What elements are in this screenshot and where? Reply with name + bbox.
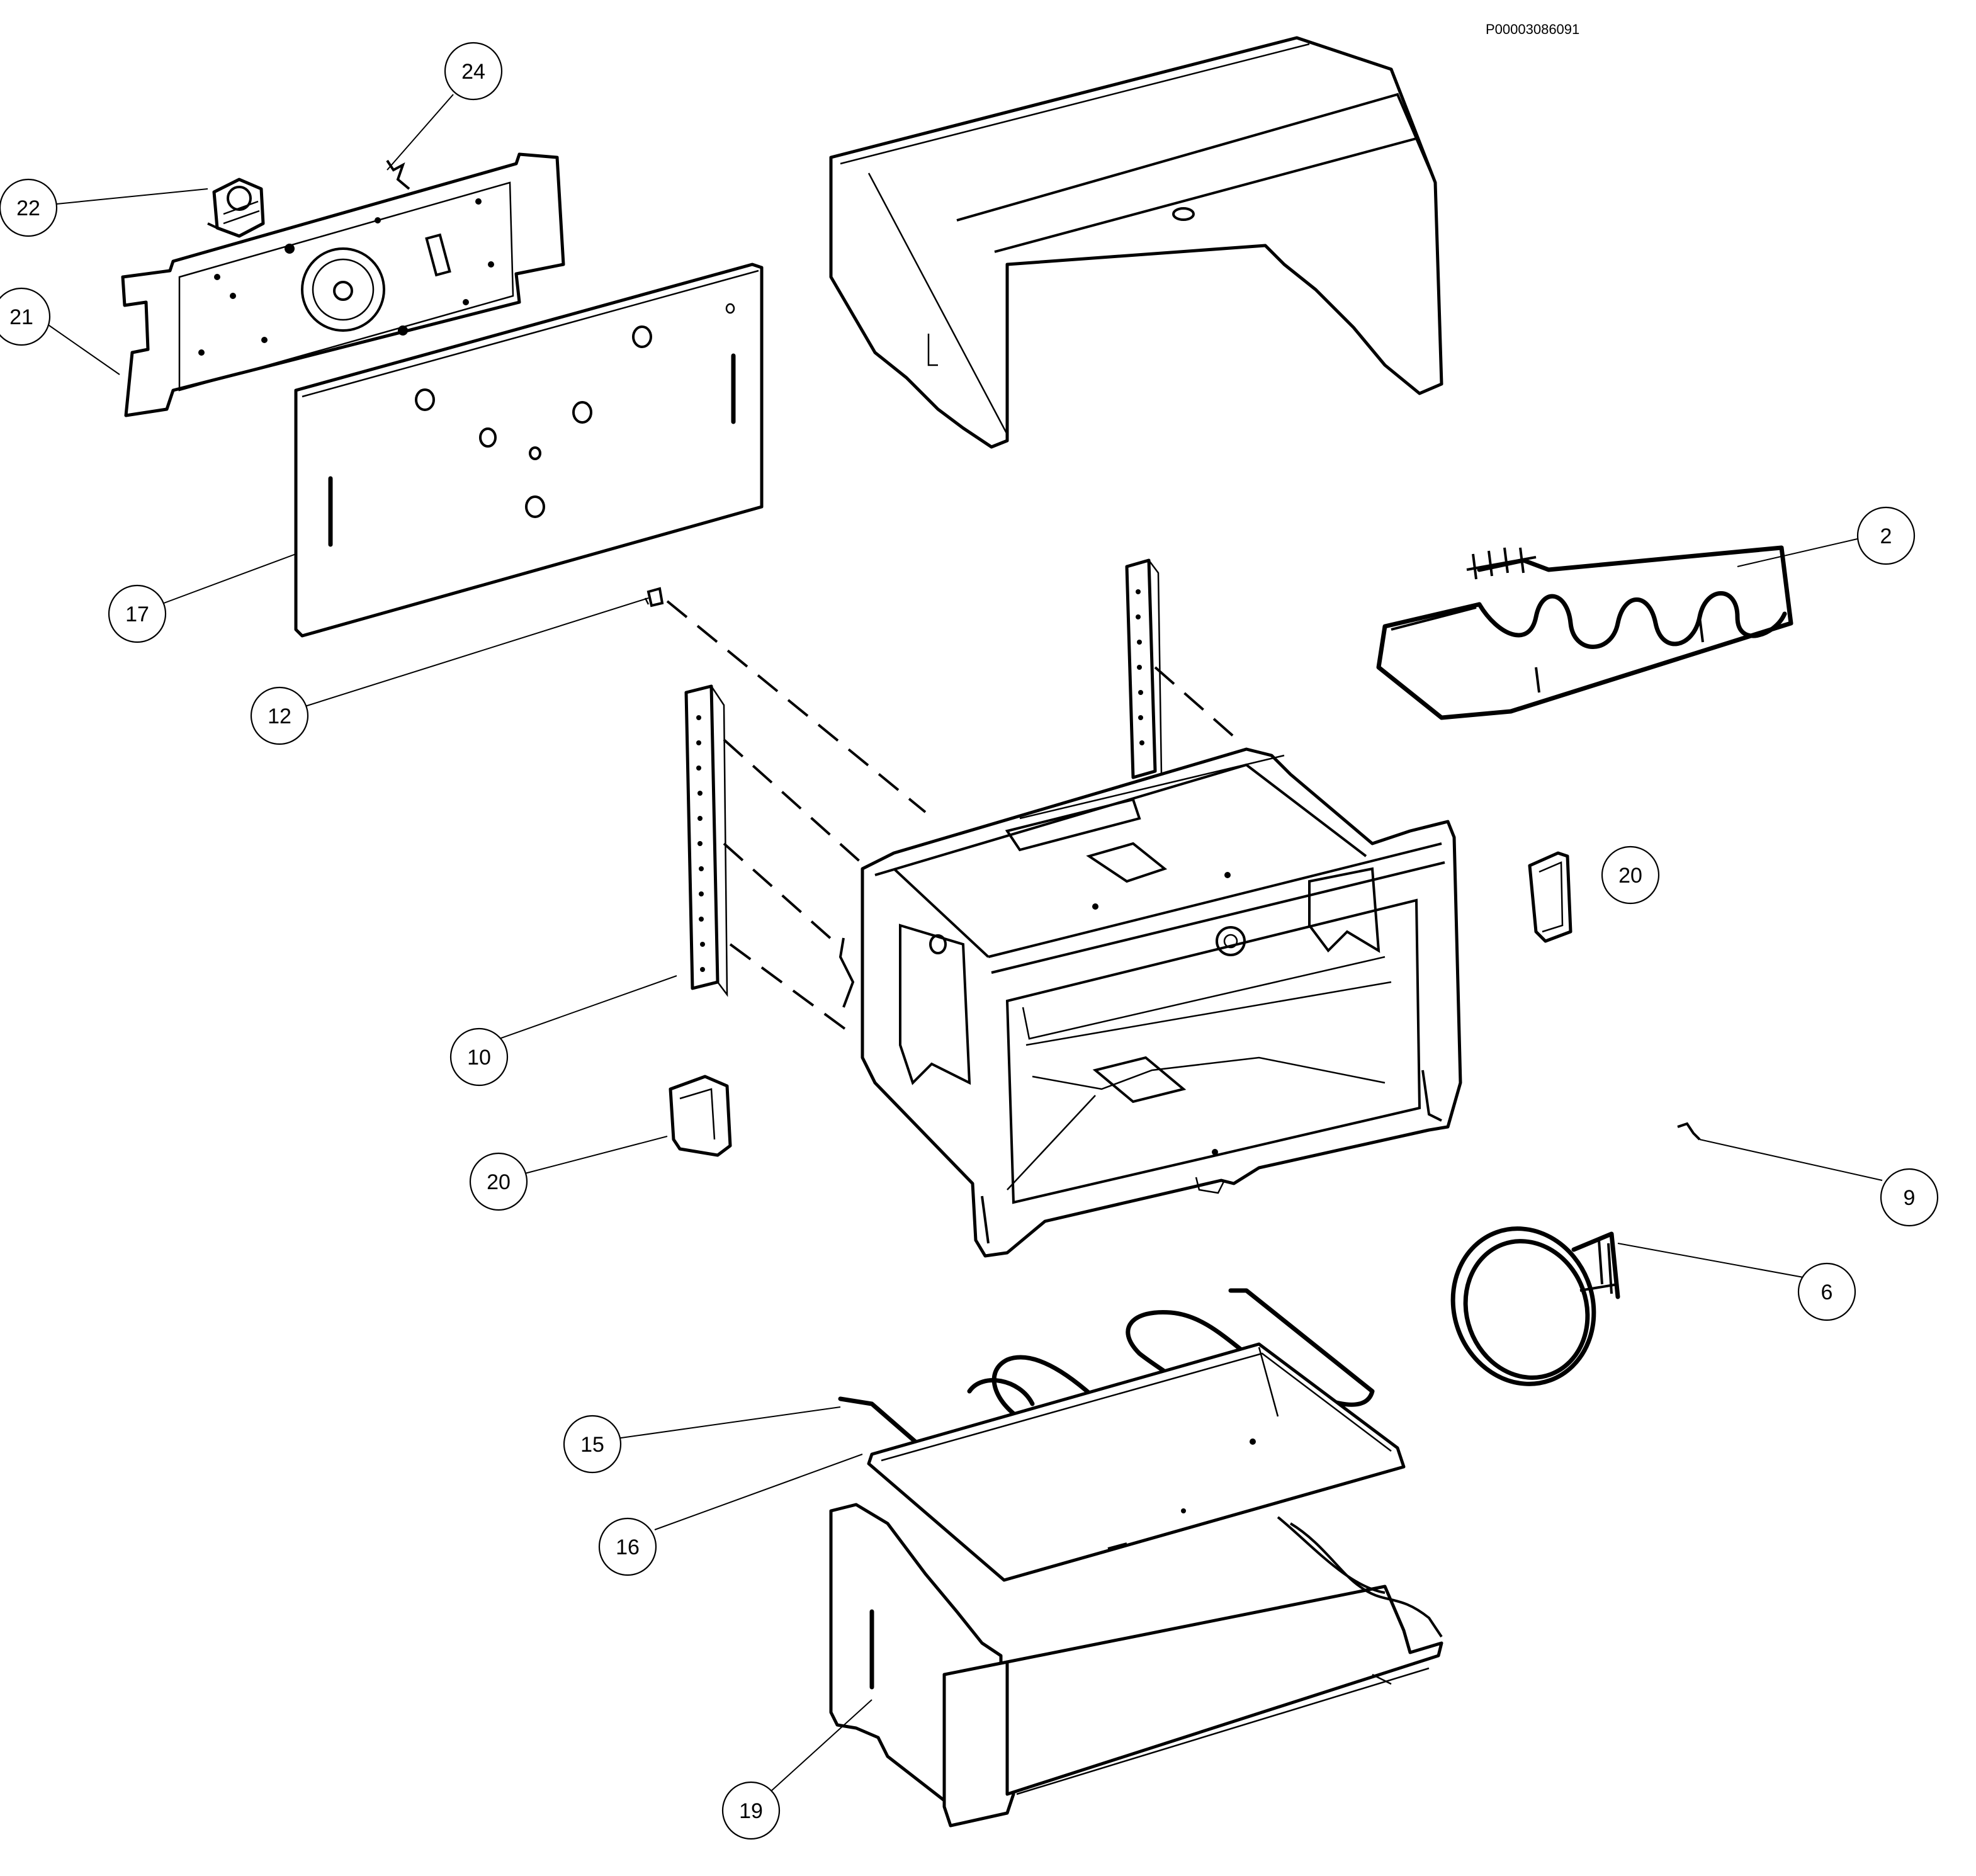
drawing-reference-number: P00003086091 [1486,21,1580,37]
callout-22[interactable]: 22 [0,178,58,237]
svg-text:12: 12 [268,704,291,728]
svg-text:10: 10 [467,1046,491,1070]
fan-motor-plate-part [121,152,565,417]
svg-text:21: 21 [9,305,33,329]
rear-panel-part [294,263,764,638]
callout-20-left[interactable]: 20 [469,1152,528,1211]
fan-motor-part [207,178,265,238]
callout-20-right[interactable]: 20 [1601,845,1660,905]
svg-text:2: 2 [1880,524,1892,548]
svg-text:15: 15 [580,1433,604,1457]
callout-12[interactable]: 12 [250,686,309,745]
screw-part [1677,1122,1701,1141]
assembly-guide-lines [666,600,1235,1034]
callout-24[interactable]: 24 [444,42,503,101]
callout-19[interactable]: 19 [721,1781,781,1840]
bottom-cover-plate-part [867,1342,1406,1582]
shelf-support-right-part [1125,558,1163,779]
svg-text:20: 20 [1618,864,1642,888]
svg-text:20: 20 [487,1170,511,1194]
bottom-insulation-tray-part [829,1503,1443,1828]
svg-text:24: 24 [461,60,485,84]
callout-leader-lines [42,94,1883,1792]
top-heating-element-part [1376,545,1793,720]
svg-text:22: 22 [16,196,40,220]
svg-text:19: 19 [739,1799,763,1823]
callout-17[interactable]: 17 [108,584,167,643]
sensor-part-24 [386,159,410,190]
svg-text:6: 6 [1821,1280,1833,1304]
top-cover-part [829,36,1443,449]
shelf-support-left-part [684,684,728,997]
callout-9[interactable]: 9 [1880,1168,1939,1227]
callout-15[interactable]: 15 [563,1415,622,1474]
clip-part [644,587,664,607]
svg-text:9: 9 [1904,1186,1916,1210]
callout-2[interactable]: 2 [1856,506,1916,565]
callout-6[interactable]: 6 [1797,1262,1856,1321]
callout-21[interactable]: 21 [0,287,51,346]
lamp-cover-right-part [1528,851,1572,943]
svg-text:17: 17 [125,602,149,626]
callout-10[interactable]: 10 [449,1027,509,1087]
svg-text:16: 16 [616,1535,640,1559]
oven-cavity-part [838,747,1462,1258]
lamp-cover-left-part [669,1075,732,1157]
circular-heating-element-part [1450,1226,1620,1386]
callout-16[interactable]: 16 [598,1517,657,1576]
